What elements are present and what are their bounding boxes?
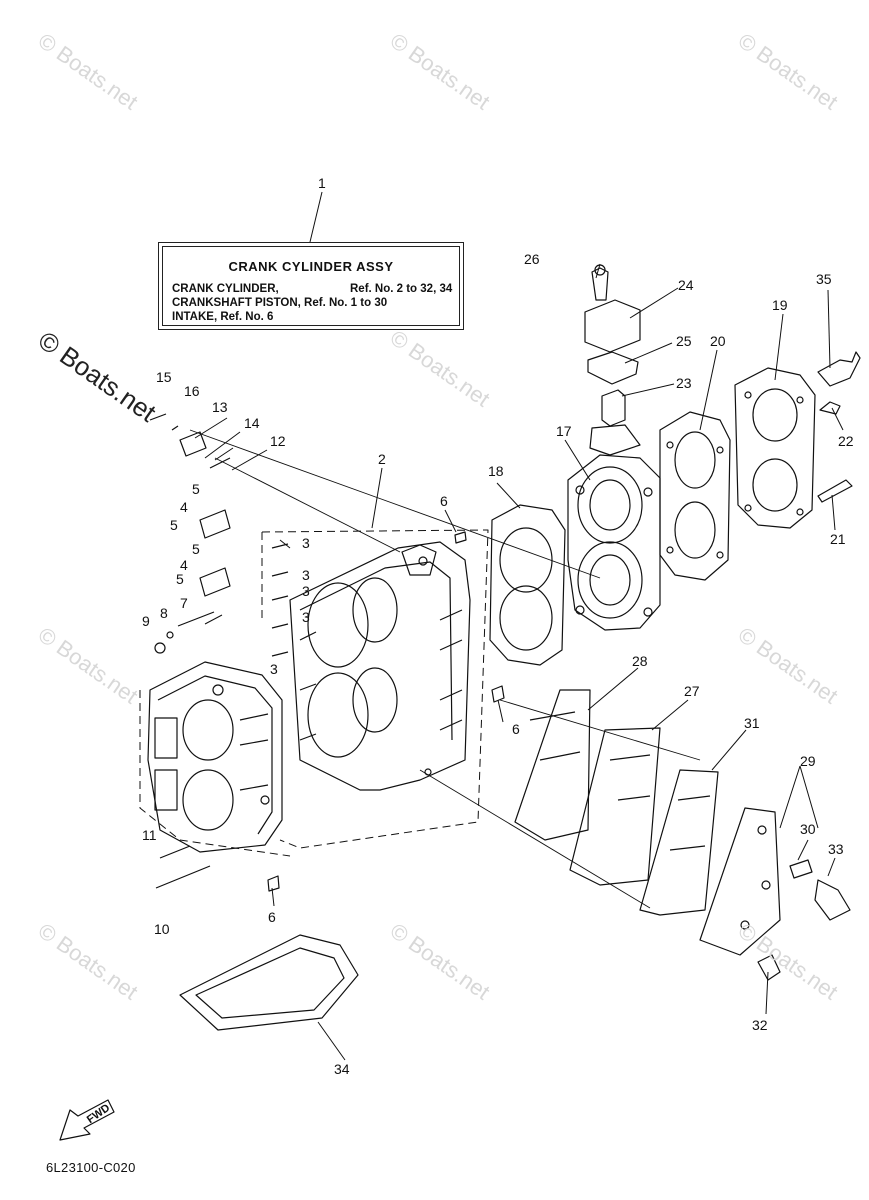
callout-9[interactable]: 9 bbox=[142, 613, 150, 629]
callout-20[interactable]: 20 bbox=[710, 333, 726, 349]
callout-22[interactable]: 22 bbox=[838, 433, 854, 449]
info-line-label: CRANK CYLINDER, bbox=[172, 283, 279, 295]
callout-30[interactable]: 30 bbox=[800, 821, 816, 837]
callout-4[interactable]: 4 bbox=[180, 557, 188, 573]
callout-3[interactable]: 3 bbox=[270, 661, 278, 677]
info-line: CRANKSHAFT PISTON, Ref. No. 1 to 30 bbox=[172, 297, 388, 309]
callout-29[interactable]: 29 bbox=[800, 753, 816, 769]
callout-6[interactable]: 6 bbox=[440, 493, 448, 509]
cylinder-head bbox=[567, 424, 661, 631]
callout-16[interactable]: 16 bbox=[184, 383, 200, 399]
callout-14[interactable]: 14 bbox=[244, 415, 260, 431]
cover-gasket bbox=[659, 411, 731, 581]
callout-23[interactable]: 23 bbox=[676, 375, 692, 391]
base-gasket bbox=[179, 934, 359, 1031]
alignment-lines bbox=[189, 429, 701, 909]
callout-12[interactable]: 12 bbox=[270, 433, 286, 449]
callout-19[interactable]: 19 bbox=[772, 297, 788, 313]
small-parts bbox=[149, 413, 505, 892]
callout-27[interactable]: 27 bbox=[684, 683, 700, 699]
callout-3[interactable]: 3 bbox=[302, 609, 310, 625]
info-line-ref: Ref. No. 2 to 32, 34 bbox=[350, 283, 453, 295]
assembly-info-box: CRANK CYLINDER ASSY CRANK CYLINDER, Ref.… bbox=[158, 242, 464, 330]
callout-6[interactable]: 6 bbox=[268, 909, 276, 925]
callout-18[interactable]: 18 bbox=[488, 463, 504, 479]
callout-33[interactable]: 33 bbox=[828, 841, 844, 857]
exhaust-plates bbox=[514, 689, 719, 916]
head-cover bbox=[734, 367, 816, 529]
callout-3[interactable]: 3 bbox=[302, 535, 310, 551]
callout-25[interactable]: 25 bbox=[676, 333, 692, 349]
fwd-arrow-icon bbox=[59, 1099, 115, 1141]
callout-24[interactable]: 24 bbox=[678, 277, 694, 293]
exhaust-cover bbox=[699, 807, 851, 981]
assembly-title: CRANK CYLINDER ASSY bbox=[228, 259, 394, 274]
thermostat-parts bbox=[584, 264, 641, 427]
callout-5[interactable]: 5 bbox=[192, 481, 200, 497]
callout-31[interactable]: 31 bbox=[744, 715, 760, 731]
callout-3[interactable]: 3 bbox=[302, 567, 310, 583]
callout-28[interactable]: 28 bbox=[632, 653, 648, 669]
callout-21[interactable]: 21 bbox=[830, 531, 846, 547]
info-line: INTAKE, Ref. No. 6 bbox=[172, 311, 274, 323]
leader-lines bbox=[194, 191, 844, 1061]
callout-4[interactable]: 4 bbox=[180, 499, 188, 515]
callout-32[interactable]: 32 bbox=[752, 1017, 768, 1033]
head-gasket bbox=[489, 504, 566, 666]
callout-5[interactable]: 5 bbox=[192, 541, 200, 557]
callout-17[interactable]: 17 bbox=[556, 423, 572, 439]
callout-15[interactable]: 15 bbox=[156, 369, 172, 385]
callout-7[interactable]: 7 bbox=[180, 595, 188, 611]
callout-5[interactable]: 5 bbox=[170, 517, 178, 533]
cylinder-block bbox=[289, 541, 471, 791]
info-line: CRANK CYLINDER, Ref. No. 2 to 32, 34 bbox=[172, 283, 452, 295]
callout-8[interactable]: 8 bbox=[160, 605, 168, 621]
callout-11[interactable]: 11 bbox=[142, 827, 157, 843]
spark-plug-and-bolts bbox=[817, 351, 861, 503]
callout-6[interactable]: 6 bbox=[512, 721, 520, 737]
callout-35[interactable]: 35 bbox=[816, 271, 832, 287]
diagram-code: 6L23100-C020 bbox=[46, 1160, 136, 1175]
callout-10[interactable]: 10 bbox=[154, 921, 170, 937]
crankcase bbox=[147, 661, 283, 853]
callout-1[interactable]: 1 bbox=[318, 175, 326, 191]
callout-13[interactable]: 13 bbox=[212, 399, 228, 415]
dashed-outline bbox=[139, 529, 489, 857]
callout-5[interactable]: 5 bbox=[176, 571, 184, 587]
callout-34[interactable]: 34 bbox=[334, 1061, 350, 1077]
callout-3[interactable]: 3 bbox=[302, 583, 310, 599]
callout-26[interactable]: 26 bbox=[524, 251, 540, 267]
callout-2[interactable]: 2 bbox=[378, 451, 386, 467]
info-box-frame: CRANK CYLINDER ASSY CRANK CYLINDER, Ref.… bbox=[162, 246, 460, 326]
